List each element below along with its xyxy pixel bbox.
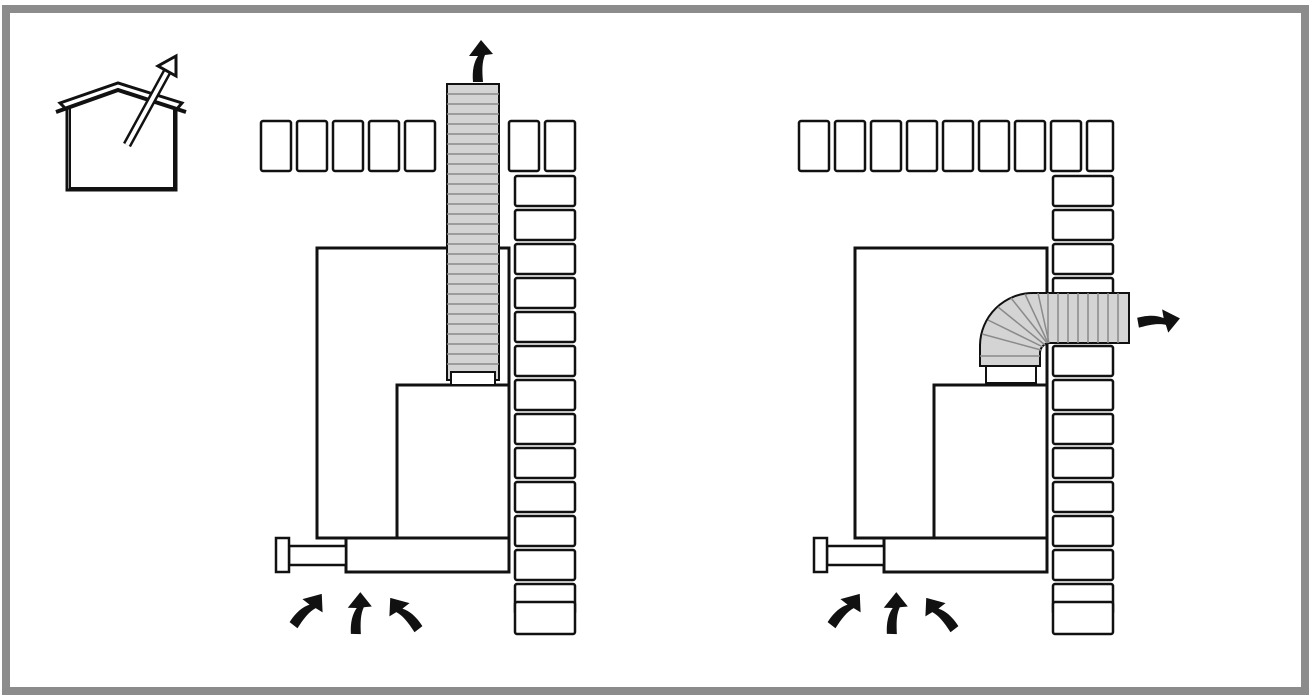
ceiling-bricks	[259, 119, 577, 173]
wall-bricks	[513, 174, 577, 636]
intake-duct	[812, 536, 1049, 574]
unit-body-inner	[932, 383, 1049, 540]
panel-roof-exhaust	[259, 40, 577, 639]
unit-body-inner	[395, 383, 511, 540]
vertical-duct	[446, 83, 500, 386]
elbow-duct	[979, 292, 1130, 384]
ceiling-bricks	[797, 119, 1115, 173]
house-with-roof-vent-arrow-icon	[55, 53, 187, 192]
wall-bricks	[1051, 174, 1115, 636]
intake-duct	[274, 536, 511, 574]
panel-wall-exhaust	[797, 119, 1183, 639]
